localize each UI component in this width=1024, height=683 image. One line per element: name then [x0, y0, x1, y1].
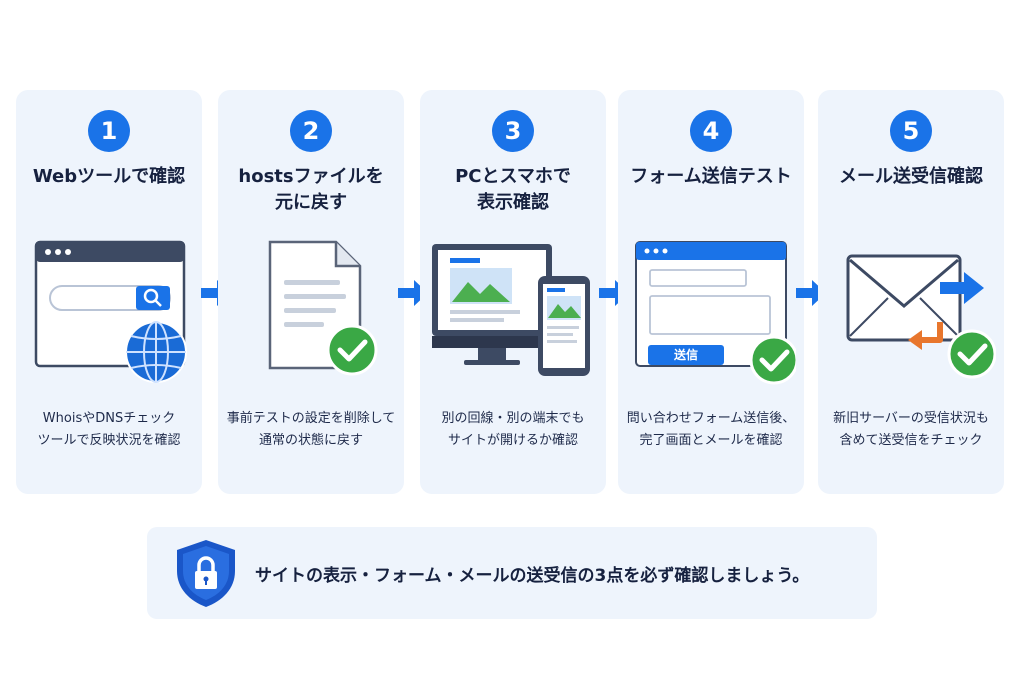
globe-icon: [125, 321, 187, 383]
step-card-1: 1 Webツールで確認 WhoisやDNSチェック ツールで反映状況を確認: [16, 90, 202, 494]
step-title: メール送受信確認: [839, 166, 983, 187]
form-submit-button: 送信: [648, 345, 724, 365]
step-description: 新旧サーバーの受信状況も 含めて送受信をチェック: [833, 411, 989, 448]
receive-arrow-icon: [908, 322, 943, 350]
form-window-icon: [635, 241, 796, 385]
summary-banner: サイトの表示・フォーム・メールの送受信の3点を必ず確認しましょう。: [147, 527, 877, 619]
summary-text: サイトの表示・フォーム・メールの送受信の3点を必ず確認しましょう。: [255, 565, 810, 586]
step-card-3: 3 PCとスマホで 表示確認 別の回線・別の端末でも サイトが開けるか確認: [420, 90, 606, 494]
check-icon: [749, 335, 796, 385]
step-title: フォーム送信テスト: [630, 166, 792, 187]
step-number-badge: 5: [890, 110, 932, 152]
step-description: 事前テストの設定を削除して 通常の状態に戻す: [226, 411, 396, 448]
smartphone-icon: [538, 276, 590, 376]
step-card-4: 4 フォーム送信テスト 送信 問い合わせフォーム送信後、 完了画面とメールを確認: [618, 90, 804, 494]
envelope-icon: [846, 254, 996, 379]
step-title: Webツールで確認: [32, 166, 186, 187]
step-number-badge: 2: [290, 110, 332, 152]
step-title: PCとスマホで 表示確認: [455, 166, 571, 213]
document-icon: [268, 240, 378, 376]
step-number-badge: 1: [88, 110, 130, 152]
step-description: 別の回線・別の端末でも サイトが開けるか確認: [441, 411, 585, 448]
step-title: hostsファイルを 元に戻す: [238, 166, 384, 213]
step-description: 問い合わせフォーム送信後、 完了画面とメールを確認: [626, 411, 796, 448]
step-card-2: 2 hostsファイルを 元に戻す 事前テストの設定を削除して 通常の状態に戻す: [218, 90, 404, 494]
browser-search-icon: [34, 240, 187, 383]
check-icon: [326, 324, 378, 376]
monitor-icon: [432, 244, 590, 376]
shield-lock-icon: [177, 540, 235, 607]
step-description: WhoisやDNSチェック ツールで反映状況を確認: [37, 411, 181, 448]
send-arrow-icon: [940, 272, 984, 304]
step-card-5: 5 メール送受信確認 新旧サーバーの受信状況も 含めて送受信をチェック: [818, 90, 1004, 494]
step-number-badge: 3: [492, 110, 534, 152]
step-number-badge: 4: [690, 110, 732, 152]
check-icon: [947, 329, 996, 379]
